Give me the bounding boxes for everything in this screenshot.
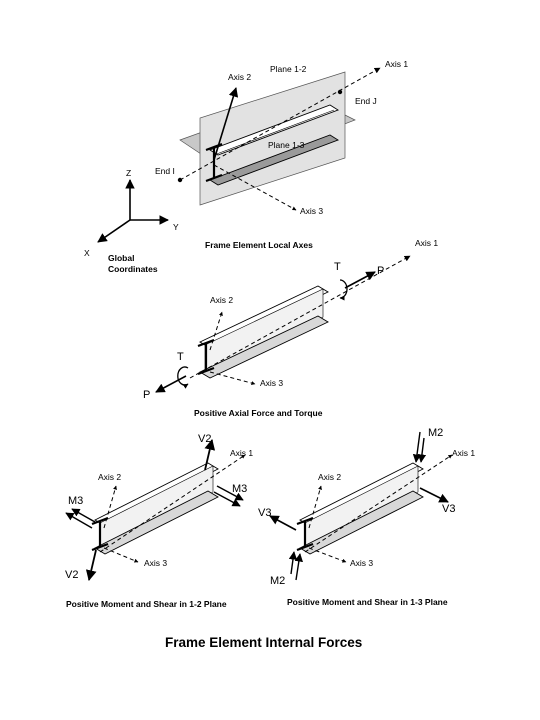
mid-p-start-label: P bbox=[143, 389, 150, 401]
right-axis-1-label: Axis 1 bbox=[452, 448, 475, 458]
mid-t-end-arrow bbox=[339, 279, 348, 301]
plane-1-3-forces-figure: Axis 1 Axis 2 Axis 3 M2 M2 V3 V3 Positiv… bbox=[258, 427, 475, 607]
top-axis-3-arrow bbox=[213, 164, 297, 211]
right-axis-1-arrow bbox=[304, 454, 453, 553]
left-m3-left-arrow bbox=[65, 512, 93, 529]
left-axis-1-arrow bbox=[99, 454, 246, 553]
global-y-label: Y bbox=[173, 222, 179, 232]
left-v2-bottom-arrow bbox=[85, 549, 97, 582]
top-plane-1-2-label: Plane 1-2 bbox=[270, 64, 307, 74]
right-m2-top-arrow2 bbox=[417, 437, 427, 463]
mid-axis-1-label: Axis 1 bbox=[415, 238, 438, 248]
axial-torque-figure: Axis 1 Axis 2 Axis 3 T P T P Positive Ax… bbox=[143, 238, 438, 418]
top-axis-1-arrow bbox=[179, 67, 381, 181]
left-m3-left-label: M3 bbox=[68, 495, 83, 507]
right-axis-2-arrow bbox=[308, 485, 322, 529]
mid-p-end-label: P bbox=[377, 265, 384, 277]
figure-title: Frame Element Internal Forces bbox=[165, 635, 362, 650]
end-j-node bbox=[337, 89, 343, 95]
global-x-label: X bbox=[84, 248, 90, 258]
mid-p-end-arrow bbox=[344, 271, 376, 289]
plane-1-2-forces-figure: Axis 1 Axis 2 Axis 3 V2 V2 M3 M3 Positiv… bbox=[65, 433, 253, 609]
right-beam-bottom-flange bbox=[299, 490, 424, 555]
mid-t-start-label: T bbox=[177, 351, 184, 363]
beam-web bbox=[213, 109, 335, 156]
global-caption-line1: Global bbox=[108, 253, 134, 263]
mid-axis-3-label: Axis 3 bbox=[260, 378, 283, 388]
left-m3-right-arrow bbox=[213, 491, 241, 507]
left-m3-right-label: M3 bbox=[232, 483, 247, 495]
mid-t-start-arrow bbox=[177, 366, 189, 389]
left-axis-2-label: Axis 2 bbox=[98, 472, 121, 482]
left-v2-top-arrow bbox=[204, 438, 216, 471]
mid-axis-3-arrow bbox=[209, 371, 256, 386]
right-m2-bottom-label: M2 bbox=[270, 575, 285, 587]
top-axis-3-label: Axis 3 bbox=[300, 206, 323, 216]
end-i-node bbox=[177, 177, 183, 183]
top-axis-2-arrow bbox=[213, 87, 239, 161]
mid-p-start-arrow bbox=[155, 375, 187, 393]
top-axis-1-label: Axis 1 bbox=[385, 59, 408, 69]
left-axis-2-arrow bbox=[103, 485, 117, 529]
left-caption: Positive Moment and Shear in 1-2 Plane bbox=[66, 599, 227, 609]
global-caption-line2: Coordinates bbox=[108, 264, 158, 274]
left-v2-bottom-label: V2 bbox=[65, 569, 78, 581]
right-m2-bottom-arrow bbox=[294, 553, 304, 581]
top-end-i-label: End I bbox=[155, 166, 175, 176]
right-v3-right-label: V3 bbox=[442, 503, 455, 515]
right-axis-2-label: Axis 2 bbox=[318, 472, 341, 482]
global-z-label: Z bbox=[126, 168, 131, 178]
left-axis-1-label: Axis 1 bbox=[230, 448, 253, 458]
mid-i-section bbox=[197, 338, 215, 376]
global-coordinates: Z Y X Global Coordinates bbox=[84, 168, 179, 274]
right-i-section bbox=[296, 516, 314, 552]
left-i-section bbox=[91, 516, 109, 552]
left-m3-right-arrow2 bbox=[216, 485, 244, 501]
left-v2-top-label: V2 bbox=[198, 433, 211, 445]
right-v3-right-arrow bbox=[419, 487, 449, 503]
top-end-j-label: End J bbox=[355, 96, 377, 106]
mid-t-end-label: T bbox=[334, 261, 341, 273]
mid-caption: Positive Axial Force and Torque bbox=[194, 408, 323, 418]
left-m3-left-arrow2 bbox=[71, 508, 96, 523]
right-caption: Positive Moment and Shear in 1-3 Plane bbox=[287, 597, 448, 607]
right-v3-left-arrow bbox=[269, 515, 297, 531]
right-v3-left-label: V3 bbox=[258, 507, 271, 519]
right-m2-top-label: M2 bbox=[428, 427, 443, 439]
top-plane-1-3-label: Plane 1-3 bbox=[268, 140, 305, 150]
top-axis-2-label: Axis 2 bbox=[228, 72, 251, 82]
left-beam-bottom-flange bbox=[94, 490, 219, 555]
mid-beam-bottom-flange bbox=[199, 315, 329, 379]
beam-bottom-flange bbox=[208, 134, 340, 186]
right-axis-3-label: Axis 3 bbox=[350, 558, 373, 568]
mid-axis-2-label: Axis 2 bbox=[210, 295, 233, 305]
right-m2-bottom-arrow2 bbox=[288, 551, 298, 575]
top-caption: Frame Element Local Axes bbox=[205, 240, 313, 250]
local-axes-figure: Axis 1 Axis 2 Axis 3 Plane 1-2 Plane 1-3… bbox=[84, 59, 408, 274]
left-axis-3-label: Axis 3 bbox=[144, 558, 167, 568]
right-m2-top-arrow bbox=[412, 431, 422, 463]
left-axis-3-arrow bbox=[103, 547, 139, 563]
